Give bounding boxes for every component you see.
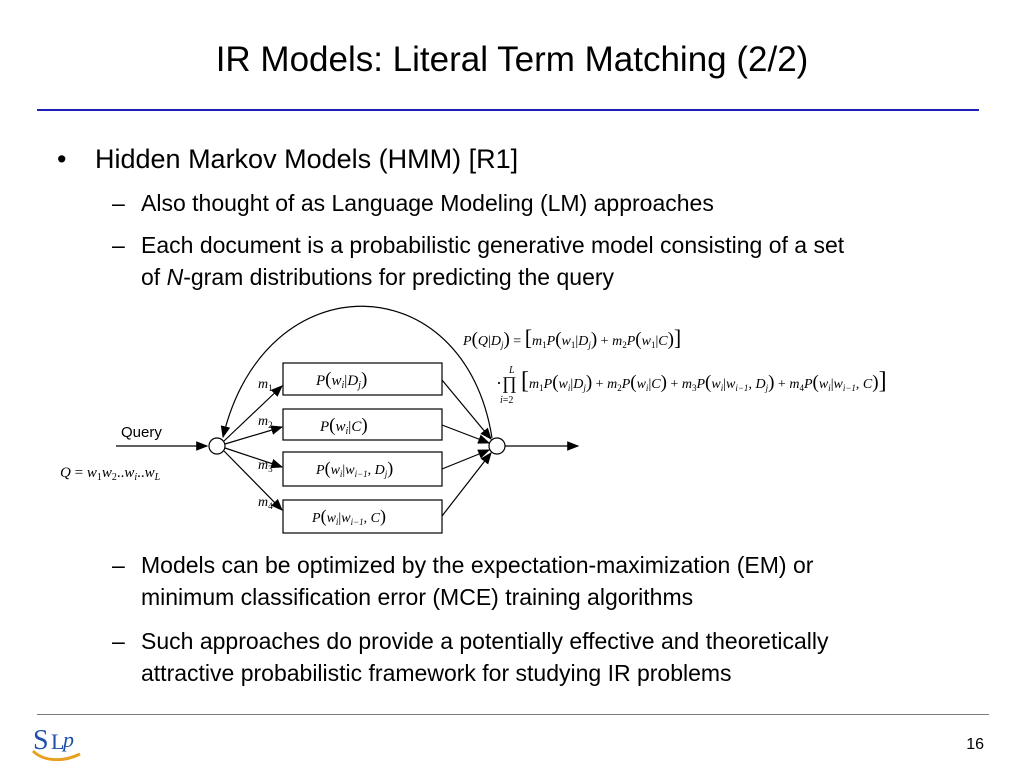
query-formula: Q = w1w2..wi..wL — [60, 465, 161, 483]
dash-marker: – — [112, 628, 125, 654]
dist-box-3 — [282, 451, 443, 487]
weight-m3: m3 — [258, 458, 273, 474]
sub-bullet-em-line2: minimum classification error (MCE) train… — [141, 584, 694, 610]
loop-arc — [220, 305, 493, 439]
weight-m1: m1 — [258, 377, 273, 393]
end-node — [488, 437, 506, 455]
product-symbol: ·∏ — [496, 373, 517, 393]
page-number: 16 — [966, 736, 984, 753]
hmm-diagram: Query Q = w1w2..wi..wL m1 m2 m3 m4 P(wi|… — [60, 305, 887, 534]
box3-label: P(wi|wi−1, Dj) — [315, 458, 393, 479]
product-lower: i=2 — [500, 395, 513, 406]
svg-text:L: L — [51, 729, 64, 754]
dist-box-4 — [282, 499, 443, 534]
dist-box-2 — [282, 408, 443, 441]
start-node — [208, 437, 226, 455]
footer-divider — [37, 714, 989, 715]
bullet-marker: • — [57, 144, 67, 174]
slide-title: IR Models: Literal Term Matching (2/2) — [215, 40, 809, 79]
box4-label: P(wi|wi−1, C) — [311, 506, 386, 527]
equation-line2: [m1P(wi|Dj) + m2P(wi|C) + m3P(wi|wi−1, D… — [521, 368, 887, 394]
box1-label: P(wi|Dj) — [315, 369, 367, 391]
sub-bullet-framework-line2: attractive probabilistic framework for s… — [141, 660, 732, 686]
sub-bullet-lm-text: Also thought of as Language Modeling (LM… — [141, 190, 714, 216]
dash-marker: – — [112, 232, 125, 258]
svg-text:S: S — [33, 725, 49, 756]
dash-marker: – — [112, 552, 125, 578]
box2-label: P(wi|C) — [319, 415, 368, 437]
dist-box-1 — [282, 362, 443, 396]
sub-bullet-generative-line2: of N-gram distributions for predicting t… — [141, 264, 615, 290]
title-divider — [37, 109, 979, 111]
main-bullet-text: Hidden Markov Models (HMM) [R1] — [95, 144, 519, 174]
dash-marker: – — [112, 190, 125, 216]
slp-logo: S L p — [31, 725, 81, 762]
n-italic: N — [166, 264, 184, 290]
sub-bullet-framework-line1: Such approaches do provide a potentially… — [141, 628, 829, 654]
equation-line1: P(Q|Dj) = [m1P(w1|Dj) + m2P(w1|C)] — [462, 325, 681, 350]
query-label: Query — [121, 424, 162, 441]
svg-text:p: p — [61, 727, 74, 752]
weight-m4: m4 — [258, 495, 273, 511]
weight-m2: m2 — [258, 414, 273, 430]
sub-bullet-generative-line1: Each document is a probabilistic generat… — [141, 232, 845, 258]
product-upper: L — [508, 365, 515, 376]
sub-bullet-em-line1: Models can be optimized by the expectati… — [141, 552, 814, 578]
